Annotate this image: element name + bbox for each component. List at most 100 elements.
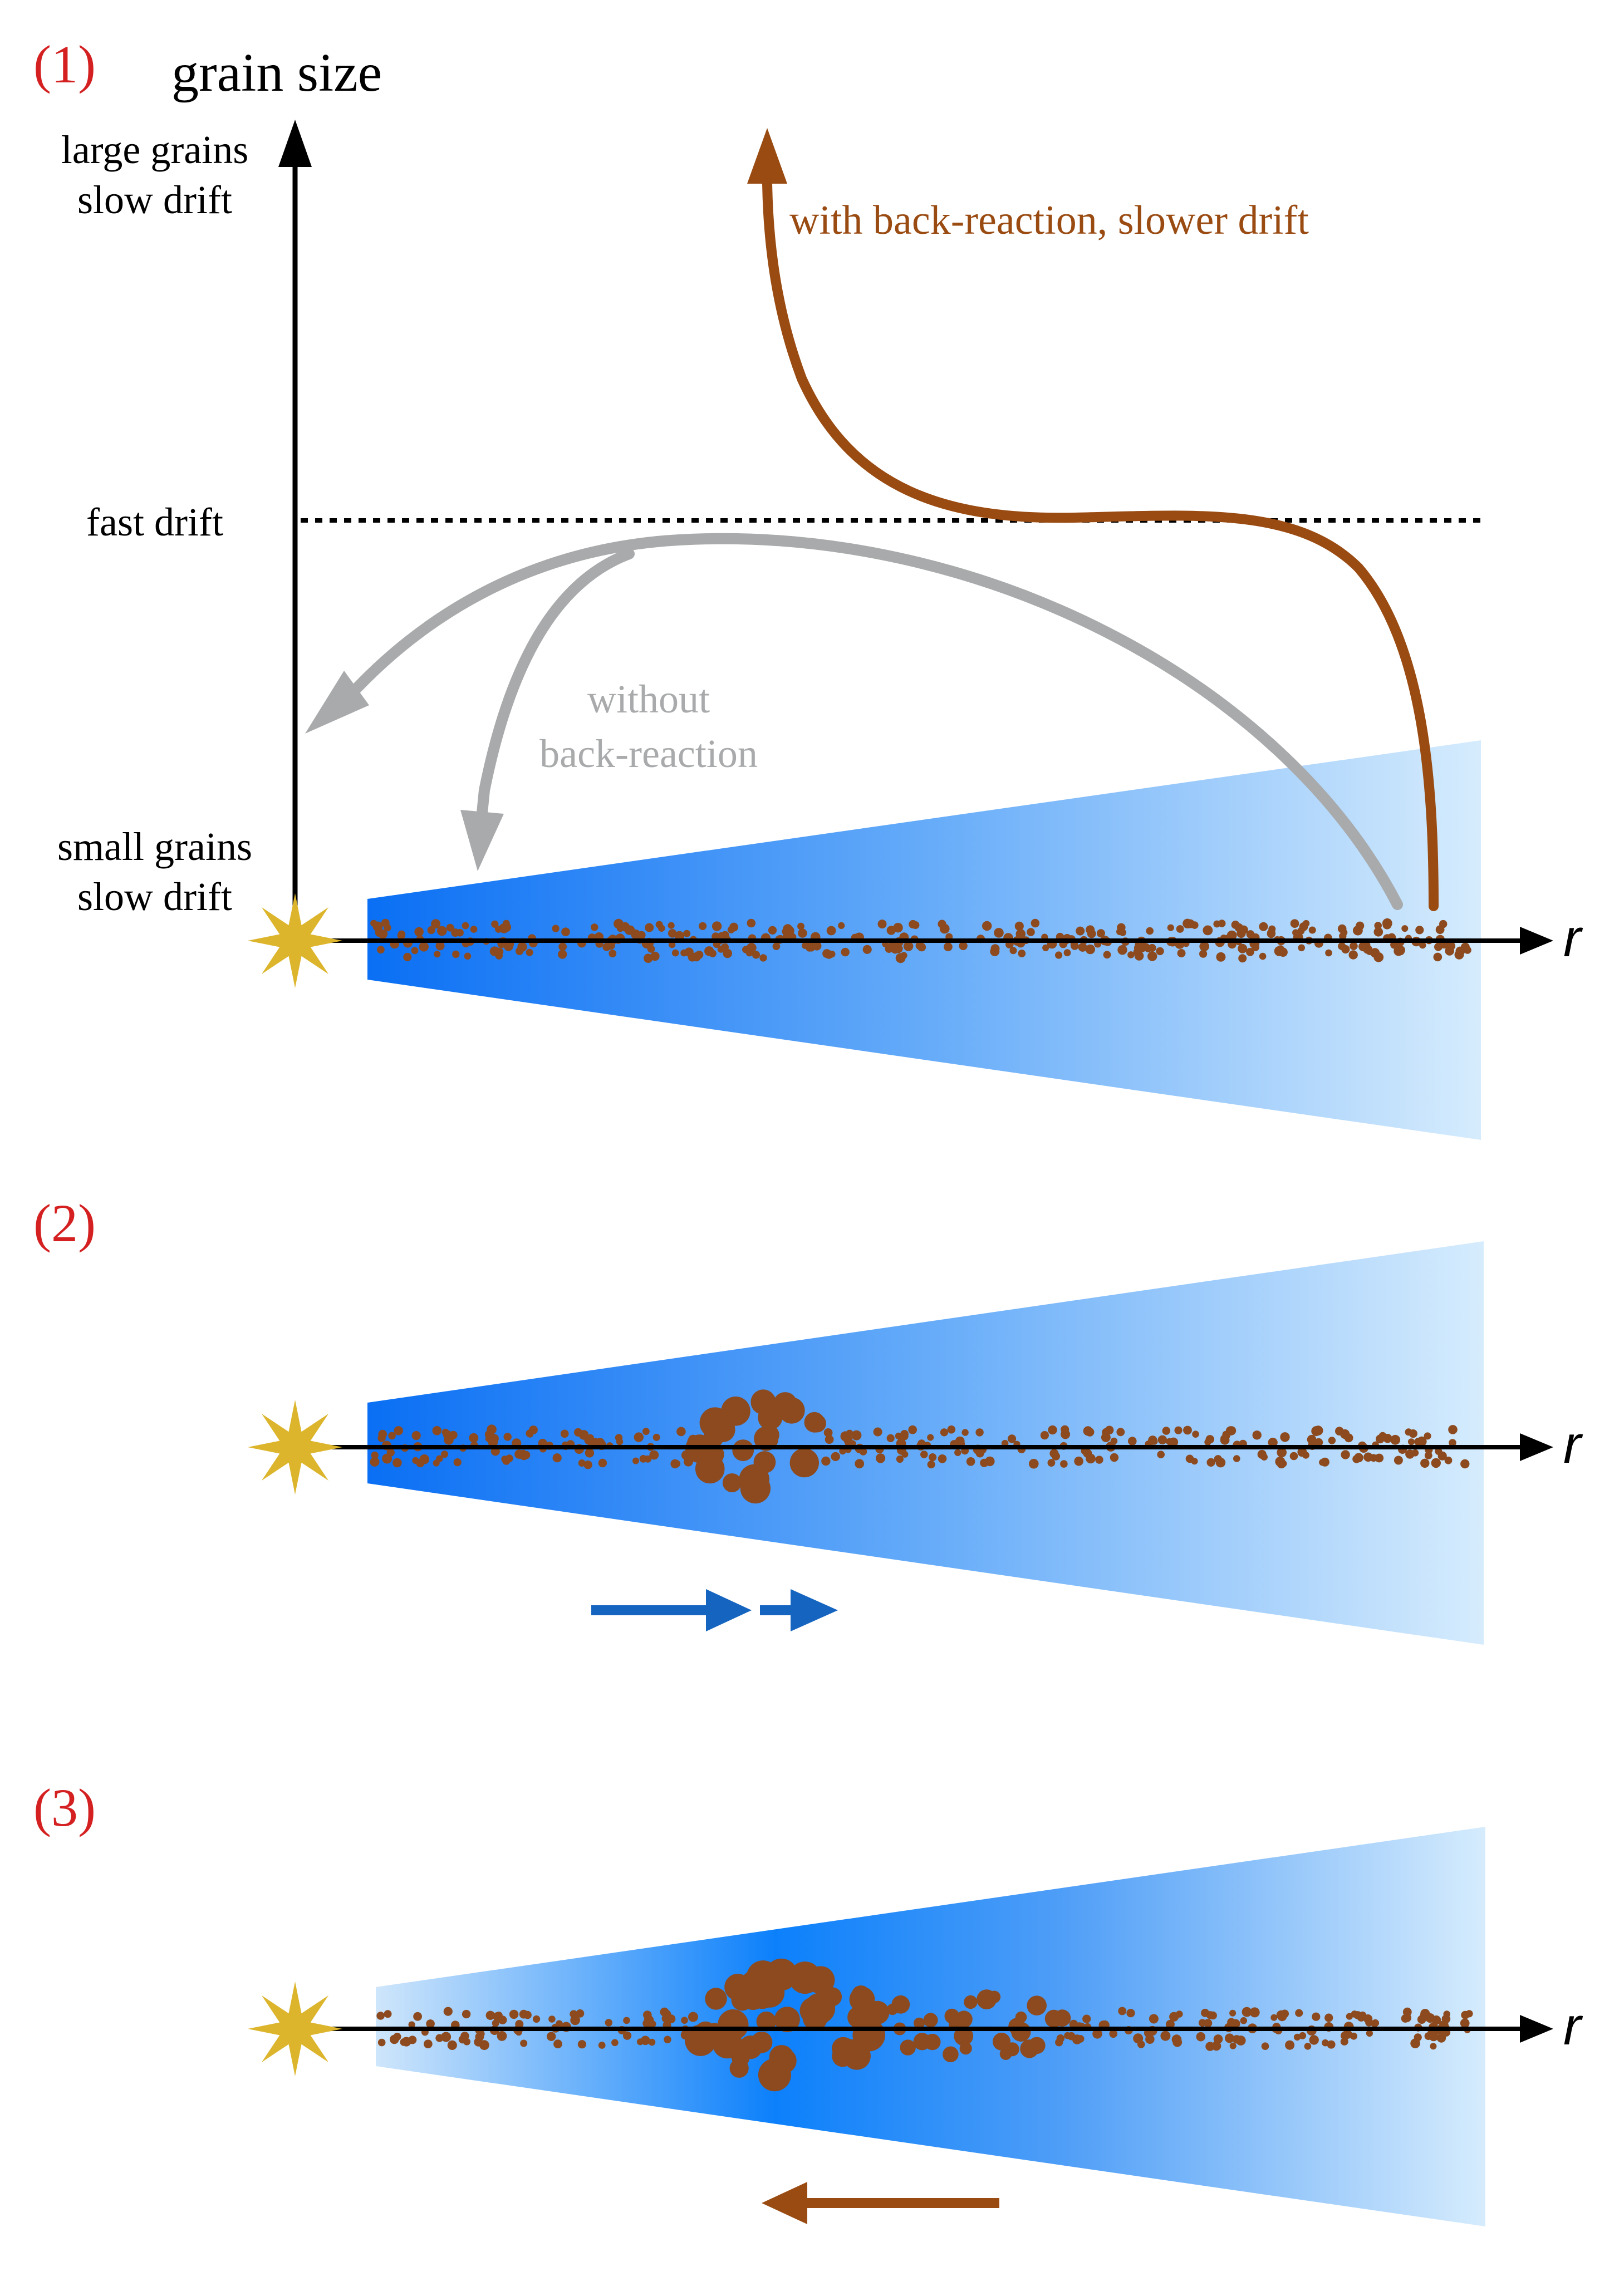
dust-grain (1233, 1455, 1240, 1462)
dust-grain (877, 920, 887, 929)
dust-grains-panel-2 (370, 1389, 1470, 1504)
dust-grain (519, 2009, 528, 2019)
dust-grain (1280, 2009, 1289, 2018)
dust-grain (1215, 1457, 1226, 1468)
dust-grain (609, 950, 617, 957)
dust-grain (526, 948, 533, 956)
dust-grain (548, 2015, 556, 2023)
dust-grain (1028, 2037, 1046, 2054)
dust-grain (411, 1431, 421, 1440)
dust-grain (1116, 928, 1123, 936)
dust-grain (982, 921, 992, 931)
dust-grain (1376, 1434, 1385, 1444)
dust-grain (1394, 946, 1404, 956)
dust-grain (570, 2015, 580, 2025)
dust-grain (1126, 2009, 1135, 2018)
dust-grain (1199, 950, 1208, 958)
dust-grain (903, 941, 914, 951)
with-backreaction-arrowhead (747, 128, 787, 184)
dust-grain (859, 1448, 867, 1456)
dust-grain (752, 951, 761, 959)
dust-grain (1027, 928, 1035, 936)
dust-grain (841, 947, 850, 957)
dust-grain (623, 2017, 630, 2024)
dust-grain (1280, 1432, 1290, 1442)
dust-grain (1293, 2033, 1301, 2041)
dust-grain (645, 923, 654, 932)
dust-grain (623, 2031, 632, 2040)
dust-grain (432, 1426, 442, 1435)
dust-grain (1157, 1451, 1165, 1458)
dust-grain (381, 918, 390, 927)
dust-grain (1443, 2010, 1450, 2018)
dust-grain (1339, 932, 1347, 940)
dust-grain (1232, 2035, 1242, 2044)
dust-grain (585, 1448, 595, 1458)
dust-grain (1157, 1435, 1167, 1444)
dust-grain (1206, 1458, 1215, 1467)
dust-grain (489, 946, 500, 956)
dust-grain (954, 2026, 974, 2046)
dust-grain (886, 1434, 895, 1442)
dust-grain (1055, 2038, 1063, 2047)
panel-2: (2) r (33, 1193, 1583, 1645)
dust-grain (652, 1433, 660, 1441)
y-axis-title: grain size (171, 43, 382, 103)
dust-grain (838, 922, 845, 929)
dust-grain (729, 2058, 749, 2078)
dust-grain (1289, 1452, 1298, 1461)
dust-grain (994, 928, 1004, 938)
dust-grain (1366, 2029, 1373, 2037)
dust-grain (772, 942, 781, 950)
dust-grain (475, 2032, 484, 2042)
dust-grain (1040, 1431, 1049, 1440)
dust-grain (694, 2021, 717, 2044)
dust-grain (384, 2010, 392, 2018)
dust-grain (1165, 2019, 1175, 2029)
dust-grain (382, 1453, 392, 1464)
dust-grain (1238, 943, 1248, 953)
dust-grain (1128, 1437, 1137, 1446)
dust-grain (723, 948, 732, 958)
dust-grain (1337, 924, 1347, 933)
label-slow-drift-bottom: slow drift (77, 874, 232, 919)
dust-grain (782, 933, 790, 940)
dust-grain (1267, 928, 1275, 937)
dust-grain (804, 1412, 825, 1433)
dust-grain (620, 922, 630, 932)
dust-grain (607, 941, 615, 950)
dust-grain (900, 1430, 909, 1438)
dust-grain (1082, 2014, 1091, 2023)
dust-grain (649, 2020, 656, 2028)
dust-grain (1460, 1459, 1470, 1469)
r-axis-arrowhead-panel-3 (1520, 2015, 1553, 2043)
dust-grain (556, 2020, 563, 2028)
dust-grain (750, 2031, 773, 2053)
dust-grain (826, 926, 836, 936)
dust-grain (1259, 952, 1267, 960)
dust-grain (1454, 950, 1464, 960)
label-large-grains: large grains (61, 127, 249, 172)
with-backreaction-curve (762, 179, 1439, 911)
dust-grain (509, 2009, 519, 2019)
with-backreaction-label: with back-reaction, slower drift (789, 198, 1309, 243)
dust-grain (1169, 2012, 1179, 2022)
dust-grain (491, 920, 499, 928)
dust-grain (668, 929, 677, 938)
dust-grain (754, 1426, 779, 1451)
dust-grain (789, 1448, 820, 1478)
dust-grain (681, 2017, 688, 2024)
dust-grain (522, 1451, 531, 1459)
dust-grain (1173, 2037, 1181, 2045)
dust-grain (1299, 2032, 1307, 2039)
dust-grain (377, 2038, 386, 2047)
dust-grain (1414, 2033, 1422, 2042)
dust-grain (1134, 951, 1144, 961)
dust-grain (670, 1459, 680, 1468)
dust-grain (447, 2040, 457, 2050)
dust-grain (674, 931, 685, 941)
panel-1-label: (1) (33, 35, 96, 94)
dust-grain (1363, 945, 1372, 954)
dust-grain (552, 925, 560, 932)
dust-grain (376, 2012, 385, 2020)
